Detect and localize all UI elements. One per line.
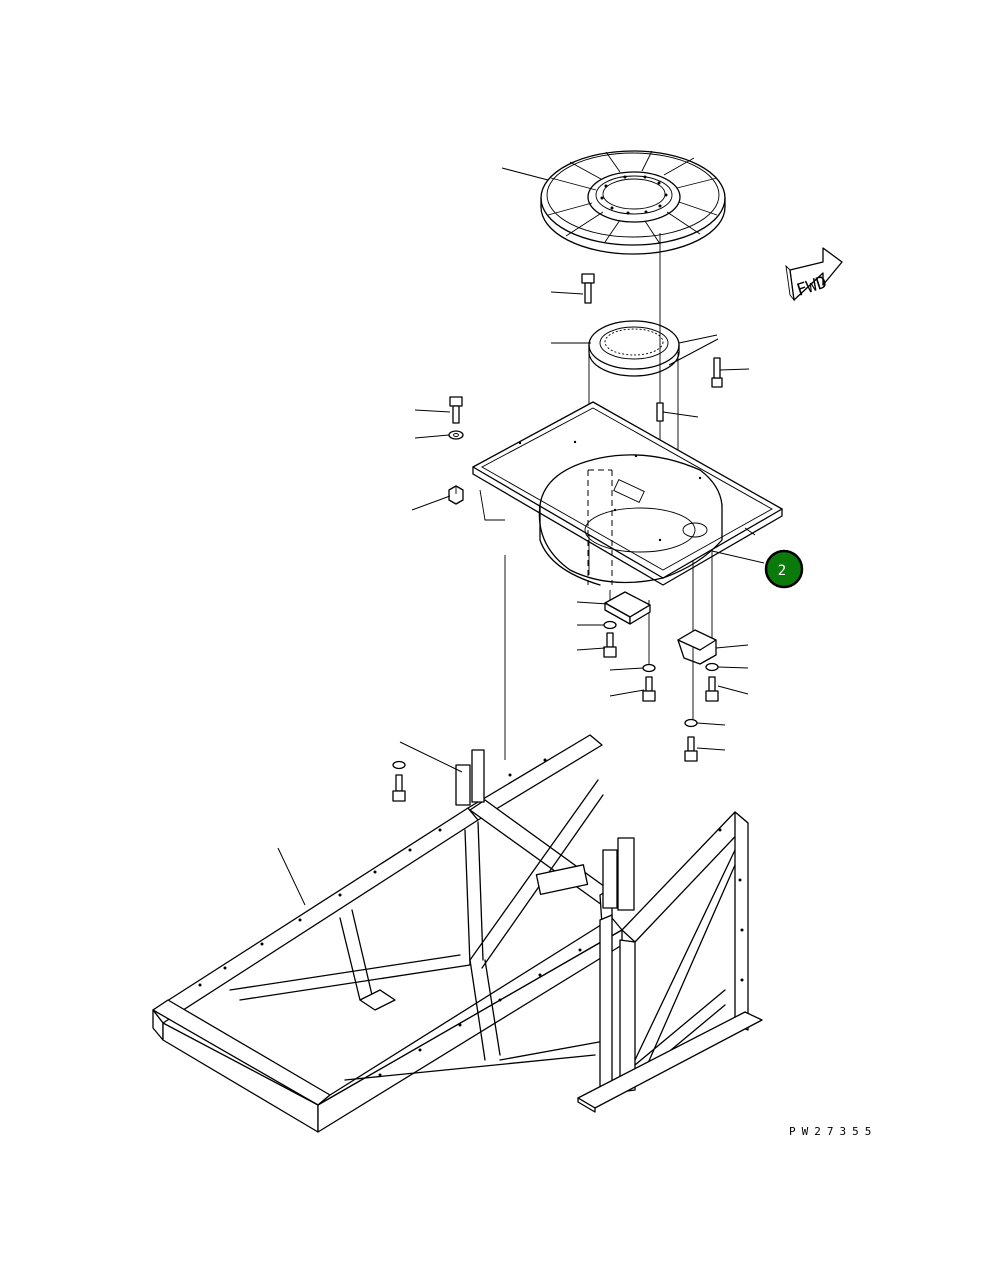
- bolt-2: [642, 676, 656, 702]
- bolt-4: [684, 736, 698, 762]
- hidden-edges: [587, 469, 613, 585]
- bolt-left: [449, 396, 463, 424]
- washer-2: [642, 663, 656, 673]
- washer-1: [603, 620, 617, 630]
- washer-left: [448, 430, 464, 440]
- mount-pad-left: [604, 591, 651, 625]
- washer-4: [684, 718, 698, 728]
- washer-5: [392, 760, 406, 770]
- bolt-1: [603, 632, 617, 658]
- swing-bearing: [588, 320, 680, 377]
- callout-2[interactable]: 2: [764, 549, 804, 589]
- leader-lines: [277, 167, 765, 906]
- turntable-frame: [472, 401, 783, 586]
- fwd-arrow-icon: FWD: [785, 247, 843, 302]
- bolt-5: [392, 774, 406, 802]
- dowel-pin: [656, 402, 664, 422]
- drawing-number: PW27355: [789, 1125, 877, 1138]
- support-frame: [152, 734, 763, 1133]
- turntable-ring: [540, 150, 726, 255]
- bolt-upper-right: [711, 357, 723, 388]
- washer-3: [705, 662, 719, 672]
- bolt-3: [705, 676, 719, 702]
- nut-left: [448, 485, 464, 505]
- bolt-upper-left: [581, 273, 595, 304]
- callout-2-label: 2: [778, 563, 786, 579]
- callout-2-badge[interactable]: [764, 549, 804, 589]
- mount-pad-right: [677, 629, 717, 665]
